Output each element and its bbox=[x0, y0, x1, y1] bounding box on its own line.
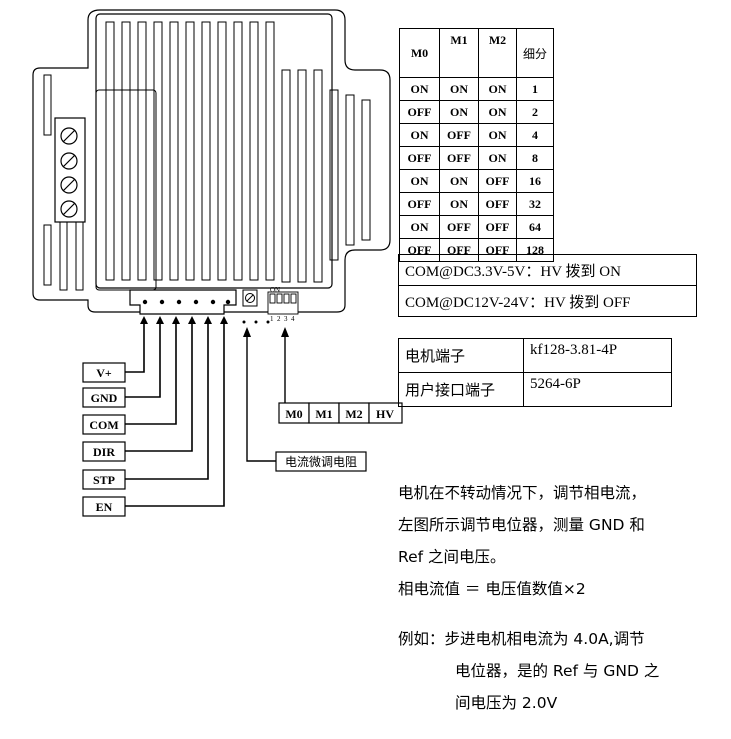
example-line-3: 间电压为 2.0V bbox=[455, 694, 558, 712]
cell-microstep: 8 bbox=[516, 146, 554, 170]
board-outline bbox=[32, 9, 391, 313]
motor-terminal-block bbox=[54, 117, 86, 223]
dip-box-hv bbox=[368, 402, 403, 424]
potentiometer-label-box bbox=[275, 451, 367, 472]
heatsink-fins bbox=[43, 21, 371, 291]
dip-on-label: ON bbox=[270, 286, 280, 294]
terminal-box-dir bbox=[82, 441, 126, 462]
table-row: OFF ON OFF 32 bbox=[399, 192, 554, 216]
terminal-box-stp bbox=[82, 469, 126, 490]
terminal-label-stp: STP bbox=[93, 473, 115, 487]
cell-microstep: 64 bbox=[516, 215, 554, 239]
user-connector bbox=[129, 289, 237, 315]
cell-microstep: 4 bbox=[516, 123, 554, 147]
microstep-table: M0 M1 M2 细分 ON ON ON 1 OFF ON ON 2 ON OF… bbox=[399, 28, 554, 262]
table-row: 用户接口端子 5264-6P bbox=[398, 372, 672, 407]
instruction-line-3: Ref 之间电压。 bbox=[398, 548, 506, 566]
dip-label-hv: HV bbox=[376, 407, 394, 421]
potentiometer bbox=[242, 289, 270, 324]
cell-m0: ON bbox=[399, 215, 440, 239]
header-microstep: 细分 bbox=[516, 28, 554, 78]
terminal-box-en bbox=[82, 496, 126, 517]
terminal-box-com bbox=[82, 414, 126, 435]
com-voltage-table: COM@DC3.3V-5V：HV 拨到 ON COM@DC12V-24V：HV … bbox=[398, 254, 697, 317]
cell-m1: OFF bbox=[439, 123, 479, 147]
potentiometer-arrow bbox=[243, 327, 251, 337]
terminal-box-vplus bbox=[82, 362, 126, 383]
cell-m0: OFF bbox=[399, 146, 440, 170]
cell-m2: ON bbox=[478, 123, 517, 147]
header-m2: M2 bbox=[478, 28, 517, 78]
table-row: COM@DC12V-24V：HV 拨到 OFF bbox=[398, 285, 697, 317]
cell-m0: OFF bbox=[399, 100, 440, 124]
terminal-wires bbox=[125, 322, 225, 507]
cell-m0: ON bbox=[399, 169, 440, 193]
terminal-type-value: kf128-3.81-4P bbox=[523, 338, 672, 373]
table-row: ON ON ON 1 bbox=[399, 77, 554, 101]
instruction-line-2: 左图所示调节电位器，测量 GND 和 bbox=[398, 516, 645, 534]
terminal-type-table: 电机端子 kf128-3.81-4P 用户接口端子 5264-6P bbox=[398, 338, 672, 407]
table-row: COM@DC3.3V-5V：HV 拨到 ON bbox=[398, 254, 697, 286]
terminal-type-name: 电机端子 bbox=[398, 338, 524, 373]
header-m1: M1 bbox=[439, 28, 479, 78]
potentiometer-callout bbox=[246, 334, 276, 462]
dip-label-m2: M2 bbox=[345, 407, 362, 421]
table-row: OFF OFF ON 8 bbox=[399, 146, 554, 170]
com-note-low-voltage: COM@DC3.3V-5V：HV 拨到 ON bbox=[398, 254, 697, 286]
table-row: ON ON OFF 16 bbox=[399, 169, 554, 193]
cell-microstep: 2 bbox=[516, 100, 554, 124]
cell-microstep: 16 bbox=[516, 169, 554, 193]
cell-m2: OFF bbox=[478, 215, 517, 239]
instruction-formula: 相电流值 ＝ 电压值数值×2 bbox=[398, 580, 586, 598]
example-line-2: 电位器，是的 Ref 与 GND 之 bbox=[455, 662, 660, 680]
cell-m1: ON bbox=[439, 77, 479, 101]
terminal-box-gnd bbox=[82, 387, 126, 408]
dip-label-m0: M0 bbox=[285, 407, 302, 421]
cell-m1: ON bbox=[439, 169, 479, 193]
table-row: OFF ON ON 2 bbox=[399, 100, 554, 124]
dip-label-m1: M1 bbox=[315, 407, 332, 421]
table-header-row: M0 M1 M2 细分 bbox=[399, 28, 554, 78]
example-line-1: 例如：步进电机相电流为 4.0A,调节 bbox=[398, 630, 645, 648]
table-row: ON OFF OFF 64 bbox=[399, 215, 554, 239]
terminal-label-en: EN bbox=[96, 500, 113, 514]
terminal-type-name: 用户接口端子 bbox=[398, 372, 524, 407]
dip-number-4: 4 bbox=[291, 315, 295, 323]
cell-m0: ON bbox=[399, 77, 440, 101]
terminal-wire-arrows bbox=[140, 316, 228, 324]
cell-m1: OFF bbox=[439, 146, 479, 170]
table-row: 电机端子 kf128-3.81-4P bbox=[398, 338, 672, 373]
instruction-line-1: 电机在不转动情况下，调节相电流， bbox=[398, 484, 647, 502]
cell-m0: OFF bbox=[399, 192, 440, 216]
terminal-label-vplus: V+ bbox=[96, 366, 112, 380]
cell-m1: OFF bbox=[439, 215, 479, 239]
terminal-type-value: 5264-6P bbox=[523, 372, 672, 407]
dip-callout-arrow bbox=[281, 327, 289, 337]
cell-microstep: 32 bbox=[516, 192, 554, 216]
cell-m1: ON bbox=[439, 100, 479, 124]
terminal-label-gnd: GND bbox=[91, 391, 118, 405]
table-row: ON OFF ON 4 bbox=[399, 123, 554, 147]
dip-number-1: 1 bbox=[270, 315, 274, 323]
heatsink-frame bbox=[95, 13, 333, 289]
cell-m2: OFF bbox=[478, 192, 517, 216]
dip-switch bbox=[267, 291, 299, 315]
cell-m2: OFF bbox=[478, 169, 517, 193]
dip-number-2: 2 bbox=[277, 315, 281, 323]
terminal-label-dir: DIR bbox=[93, 445, 115, 459]
cell-m2: ON bbox=[478, 77, 517, 101]
potentiometer-label: 电流微调电阻 bbox=[285, 455, 357, 469]
cell-microstep: 1 bbox=[516, 77, 554, 101]
dip-number-3: 3 bbox=[284, 315, 288, 323]
cell-m2: ON bbox=[478, 100, 517, 124]
terminal-label-com: COM bbox=[89, 418, 118, 432]
com-note-high-voltage: COM@DC12V-24V：HV 拨到 OFF bbox=[398, 285, 697, 317]
cell-m2: ON bbox=[478, 146, 517, 170]
cell-m0: ON bbox=[399, 123, 440, 147]
header-m0: M0 bbox=[399, 28, 440, 78]
cell-m1: ON bbox=[439, 192, 479, 216]
